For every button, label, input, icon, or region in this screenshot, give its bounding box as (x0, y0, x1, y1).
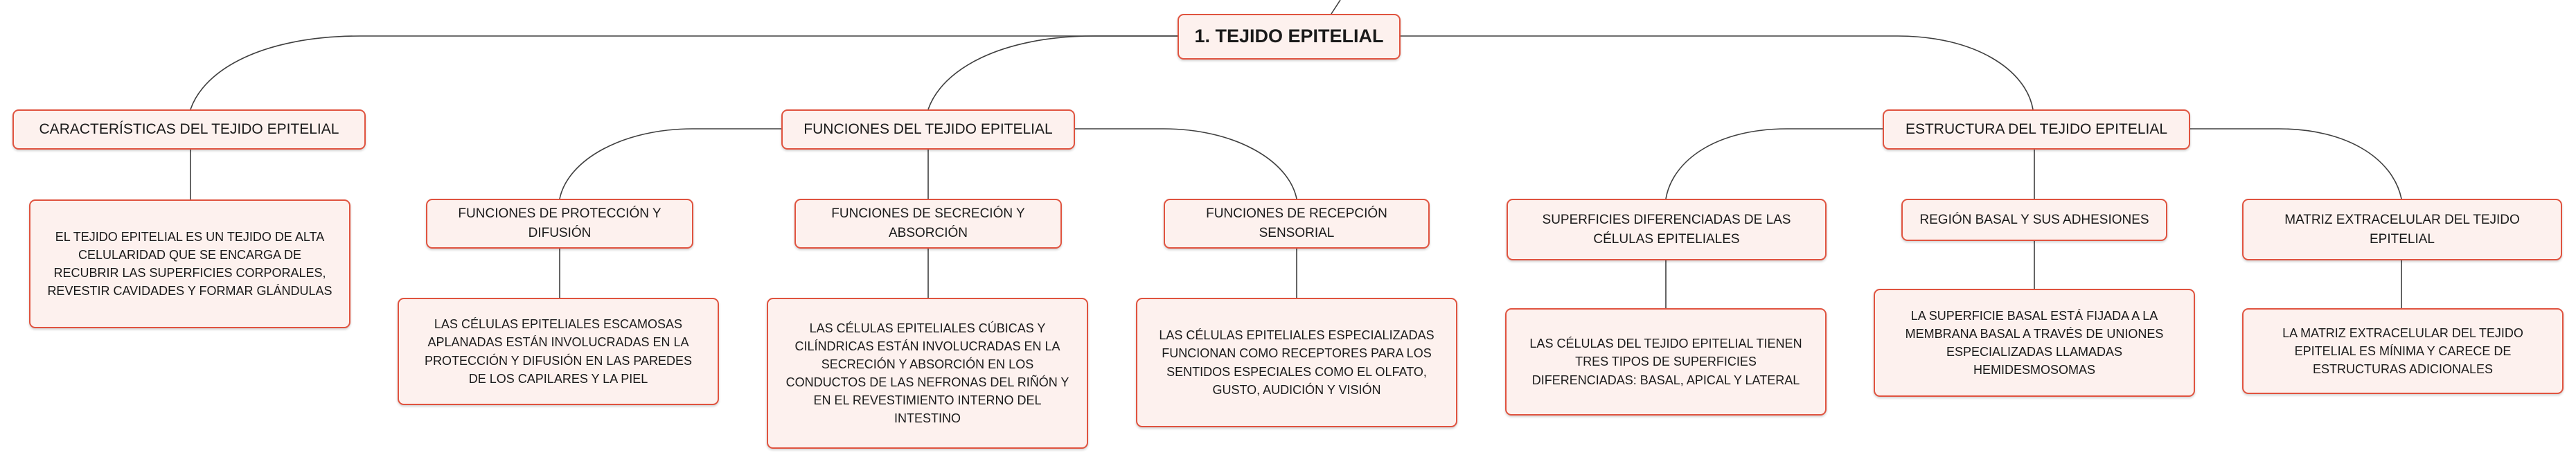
branch-caracteristicas-label: CARACTERÍSTICAS DEL TEJIDO EPITELIAL (39, 121, 339, 137)
connector-root-caracteristicas (190, 35, 1178, 110)
detail-region-basal[interactable]: LA SUPERFICIE BASAL ESTÁ FIJADA A LA MEM… (1874, 289, 2195, 397)
topic-matriz-extracelular[interactable]: MATRIZ EXTRACELULAR DEL TEJIDO EPITELIAL (2242, 199, 2562, 260)
detail-superficies-diferenciadas-text: LAS CÉLULAS DEL TEJIDO EPITELIAL TIENEN … (1529, 337, 1802, 387)
detail-proteccion-difusion[interactable]: LAS CÉLULAS EPITELIALES ESCAMOSAS APLANA… (398, 298, 719, 405)
detail-matriz-extracelular-text: LA MATRIZ EXTRACELULAR DEL TEJIDO EPITEL… (2282, 325, 2523, 377)
connector-root-incoming (1331, 0, 1341, 15)
branch-caracteristicas[interactable]: CARACTERÍSTICAS DEL TEJIDO EPITELIAL (12, 109, 366, 150)
topic-matriz-extracelular-label: MATRIZ EXTRACELULAR DEL TEJIDO EPITELIAL (2284, 212, 2520, 247)
detail-secrecion-absorcion-text: LAS CÉLULAS EPITELIALES CÚBICAS Y CILÍND… (785, 321, 1069, 426)
connector-estructura-matriz (2189, 128, 2402, 199)
detail-caracteristicas[interactable]: EL TEJIDO EPITELIAL ES UN TEJIDO DE ALTA… (29, 199, 350, 328)
topic-superficies-diferenciadas[interactable]: SUPERFICIES DIFERENCIADAS DE LAS CÉLULAS… (1507, 199, 1827, 260)
topic-proteccion-difusion[interactable]: FUNCIONES DE PROTECCIÓN Y DIFUSIÓN (426, 199, 693, 249)
topic-secrecion-absorcion-label: FUNCIONES DE SECRECIÓN Y ABSORCIÓN (831, 206, 1025, 240)
branch-funciones[interactable]: FUNCIONES DEL TEJIDO EPITELIAL (781, 109, 1075, 150)
root-node[interactable]: 1. TEJIDO EPITELIAL (1178, 14, 1401, 60)
detail-superficies-diferenciadas[interactable]: LAS CÉLULAS DEL TEJIDO EPITELIAL TIENEN … (1505, 308, 1827, 416)
detail-recepcion-sensorial[interactable]: LAS CÉLULAS EPITELIALES ESPECIALIZADAS F… (1136, 298, 1457, 427)
detail-secrecion-absorcion[interactable]: LAS CÉLULAS EPITELIALES CÚBICAS Y CILÍND… (767, 298, 1088, 449)
root-label: 1. TEJIDO EPITELIAL (1194, 26, 1384, 47)
detail-recepcion-sensorial-text: LAS CÉLULAS EPITELIALES ESPECIALIZADAS F… (1159, 328, 1434, 397)
topic-region-basal[interactable]: REGIÓN BASAL Y SUS ADHESIONES (1901, 199, 2167, 241)
topic-region-basal-label: REGIÓN BASAL Y SUS ADHESIONES (1919, 212, 2149, 227)
connector-estructura-superficies (1665, 128, 1883, 199)
topic-recepcion-sensorial[interactable]: FUNCIONES DE RECEPCIÓN SENSORIAL (1164, 199, 1430, 249)
topic-proteccion-difusion-label: FUNCIONES DE PROTECCIÓN Y DIFUSIÓN (458, 206, 661, 240)
detail-region-basal-text: LA SUPERFICIE BASAL ESTÁ FIJADA A LA MEM… (1905, 308, 2164, 377)
branch-estructura[interactable]: ESTRUCTURA DEL TEJIDO EPITELIAL (1883, 109, 2190, 150)
detail-proteccion-difusion-text: LAS CÉLULAS EPITELIALES ESCAMOSAS APLANA… (424, 317, 693, 386)
topic-recepcion-sensorial-label: FUNCIONES DE RECEPCIÓN SENSORIAL (1206, 206, 1387, 240)
detail-matriz-extracelular[interactable]: LA MATRIZ EXTRACELULAR DEL TEJIDO EPITEL… (2242, 308, 2564, 394)
detail-caracteristicas-text: EL TEJIDO EPITELIAL ES UN TEJIDO DE ALTA… (47, 229, 332, 298)
connector-funciones-recepcion (1074, 128, 1297, 199)
connector-funciones-proteccion (559, 128, 781, 199)
connector-root-estructura (1399, 35, 2034, 110)
connector-root-funciones (927, 35, 1178, 110)
branch-estructura-label: ESTRUCTURA DEL TEJIDO EPITELIAL (1905, 121, 2168, 137)
branch-funciones-label: FUNCIONES DEL TEJIDO EPITELIAL (803, 121, 1053, 137)
topic-secrecion-absorcion[interactable]: FUNCIONES DE SECRECIÓN Y ABSORCIÓN (794, 199, 1062, 249)
topic-superficies-diferenciadas-label: SUPERFICIES DIFERENCIADAS DE LAS CÉLULAS… (1542, 212, 1791, 247)
